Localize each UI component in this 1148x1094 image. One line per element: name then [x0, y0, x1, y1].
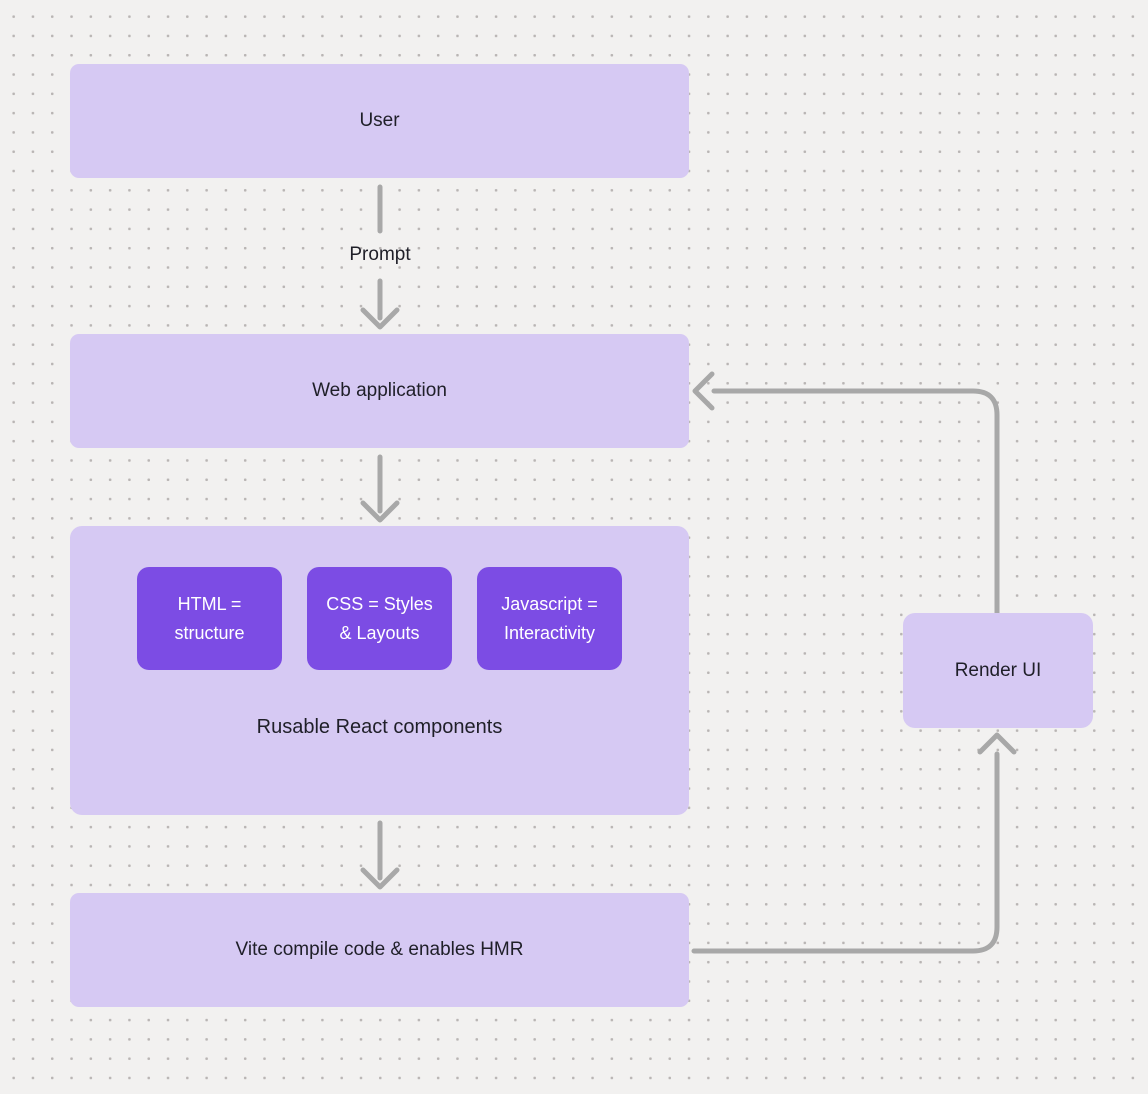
node-web-application: Web application: [70, 334, 689, 448]
node-user: User: [70, 64, 689, 178]
arrowhead-left-webapp: [692, 371, 715, 411]
card-html-line1: HTML =: [177, 593, 242, 614]
connector-vite-to-renderui: [691, 751, 1000, 954]
arrowhead-down-vite: [360, 867, 400, 890]
card-css: CSS = Styles & Layouts: [307, 567, 452, 670]
card-css-line1: CSS = Styles: [326, 593, 433, 614]
node-user-label: User: [359, 110, 400, 131]
card-html-line2: structure: [174, 622, 245, 643]
node-vite-label: Vite compile code & enables HMR: [235, 939, 524, 960]
card-javascript-line1: Javascript =: [501, 593, 598, 614]
card-javascript: Javascript = Interactivity: [477, 567, 622, 670]
node-web-application-label: Web application: [312, 380, 447, 401]
components-cards-row: HTML = structure CSS = Styles & Layouts …: [137, 567, 622, 670]
arrowhead-down-webapp: [360, 307, 400, 330]
card-javascript-line2: Interactivity: [503, 622, 596, 643]
node-render-ui: Render UI: [903, 613, 1093, 728]
edge-label-prompt: Prompt: [349, 244, 411, 265]
card-css-line2: & Layouts: [339, 622, 420, 643]
components-group-caption: Rusable React components: [256, 716, 503, 738]
arrowhead-up-renderui: [977, 732, 1017, 755]
node-vite: Vite compile code & enables HMR: [70, 893, 689, 1007]
card-html: HTML = structure: [137, 567, 282, 670]
arrowhead-down-components: [360, 500, 400, 523]
node-render-ui-label: Render UI: [954, 659, 1042, 681]
connector-renderui-to-webapp: [711, 388, 1000, 616]
